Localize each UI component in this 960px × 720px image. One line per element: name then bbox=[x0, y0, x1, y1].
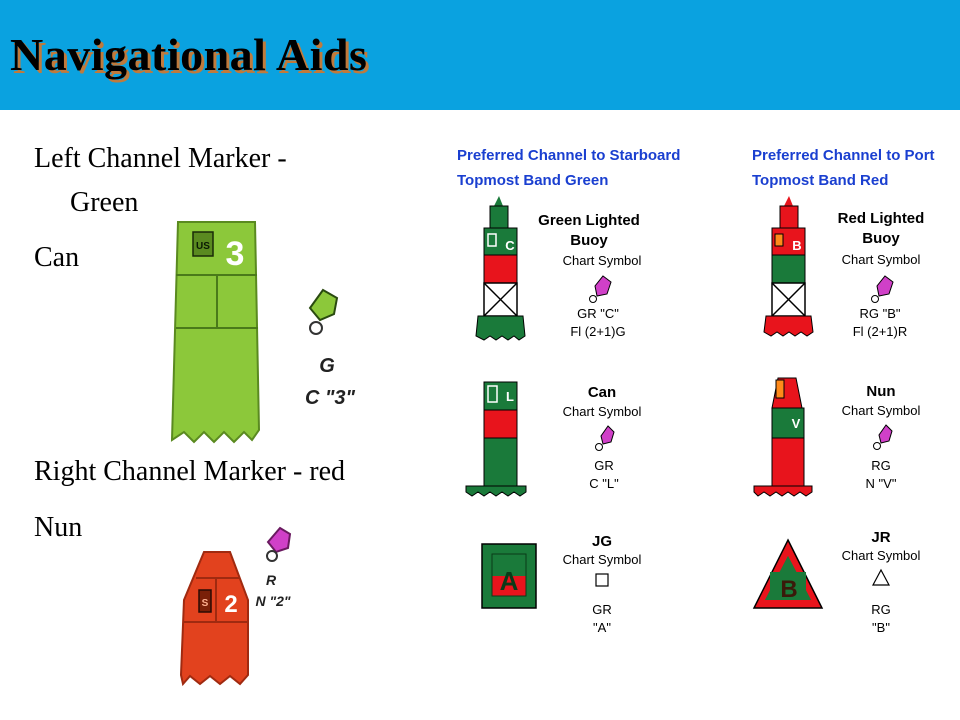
buoy-position-circle-icon bbox=[309, 321, 323, 335]
green-lighted-buoy-icon: C bbox=[475, 196, 526, 341]
title-banner: Navigational Aids bbox=[0, 0, 960, 110]
nun-chart-symbol: Chart Symbol bbox=[842, 403, 921, 418]
bullet-nun: Nun bbox=[34, 512, 83, 543]
nun-chart-symbol-icon bbox=[873, 424, 893, 450]
jg-name: JG bbox=[592, 533, 612, 550]
nun-code2: N "V" bbox=[866, 476, 897, 491]
nun-label-letter: R bbox=[266, 572, 277, 588]
can-plate bbox=[192, 231, 214, 257]
square-symbol-icon bbox=[595, 573, 609, 587]
can-number: 3 bbox=[226, 235, 245, 273]
red-lighted-letter: B bbox=[792, 238, 801, 253]
nun-code1: RG bbox=[871, 458, 891, 473]
can-name: Can bbox=[588, 384, 616, 401]
port-heading-line1: Preferred Channel to Port bbox=[752, 147, 935, 164]
bullet-can: Can bbox=[34, 242, 80, 273]
red-triangle-daymark-icon: B bbox=[752, 538, 824, 609]
can-chart-symbol-icon bbox=[595, 425, 615, 451]
starboard-heading-line2: Topmost Band Green bbox=[457, 172, 608, 189]
starboard-heading-line1: Preferred Channel to Starboard bbox=[457, 147, 680, 164]
green-lighted-letter: C bbox=[505, 238, 515, 253]
jg-code2: "A" bbox=[593, 620, 611, 635]
nun-name: Nun bbox=[866, 383, 895, 400]
can-plate-label: US bbox=[196, 241, 210, 252]
jr-code2: "B" bbox=[872, 620, 890, 635]
jr-daymark-letter: B bbox=[780, 576, 797, 603]
green-lighted-name-line1: Green Lighted bbox=[538, 212, 640, 229]
nun-plate bbox=[198, 589, 212, 613]
port-heading-line2: Topmost Band Red bbox=[752, 172, 888, 189]
nun-plate-label: S bbox=[202, 598, 209, 609]
green-lighted-chart-symbol: Chart Symbol bbox=[563, 253, 642, 268]
jg-chart-symbol: Chart Symbol bbox=[563, 552, 642, 567]
green-lighted-name-line2: Buoy bbox=[570, 232, 608, 249]
green-lighted-code1: GR "C" bbox=[577, 306, 619, 321]
jr-code1: RG bbox=[871, 602, 891, 617]
can-code2: C "L" bbox=[589, 476, 619, 491]
green-square-daymark-icon: A bbox=[481, 543, 537, 609]
can-label-code: C "3" bbox=[305, 387, 356, 409]
lighted-buoy-chart-symbol-icon bbox=[589, 275, 612, 303]
jg-code1: GR bbox=[592, 602, 612, 617]
can-label-letter: G bbox=[319, 355, 335, 377]
red-lighted-name-line1: Red Lighted bbox=[838, 210, 925, 227]
red-nun-chart-symbol: R N "2" bbox=[255, 526, 292, 609]
nun-number: 2 bbox=[224, 591, 237, 618]
red-lighted-code1: RG "B" bbox=[859, 306, 900, 321]
buoy-position-circle-icon bbox=[266, 550, 278, 562]
triangle-symbol-icon bbox=[872, 568, 890, 586]
bullet-right-marker: Right Channel Marker - red bbox=[34, 456, 346, 487]
bullet-left-marker-line1: Left Channel Marker - bbox=[34, 143, 287, 174]
red-nun-buoy-illustration: S 2 bbox=[179, 551, 249, 687]
jg-daymark-letter: A bbox=[500, 566, 519, 596]
red-lighted-code2: Fl (2+1)R bbox=[853, 324, 908, 339]
red-lighted-buoy-icon: B bbox=[763, 196, 814, 337]
red-lighted-chart-symbol: Chart Symbol bbox=[842, 252, 921, 267]
bullet-left-marker-line2: Green bbox=[70, 187, 139, 218]
can-chart-symbol: Chart Symbol bbox=[563, 404, 642, 419]
red-lighted-name-line2: Buoy bbox=[862, 230, 900, 247]
lighted-buoy-chart-symbol-icon bbox=[871, 275, 894, 303]
can-code1: GR bbox=[594, 458, 614, 473]
green-lighted-code2: Fl (2+1)G bbox=[570, 324, 625, 339]
green-can-buoy-illustration: US 3 bbox=[170, 221, 261, 444]
jr-chart-symbol: Chart Symbol bbox=[842, 548, 921, 563]
nun-icon-letter: V bbox=[792, 416, 801, 431]
red-nun-buoy-icon: V bbox=[753, 377, 813, 497]
green-can-chart-symbol: G C "3" bbox=[305, 288, 356, 409]
page-title: Navigational Aids bbox=[10, 29, 368, 80]
green-can-buoy-icon: L bbox=[465, 381, 527, 497]
jr-name: JR bbox=[871, 529, 890, 546]
magenta-diamond-icon bbox=[266, 526, 292, 554]
green-diamond-icon bbox=[308, 288, 339, 322]
can-icon-letter: L bbox=[506, 389, 514, 404]
nun-label-code: N "2" bbox=[255, 593, 290, 609]
